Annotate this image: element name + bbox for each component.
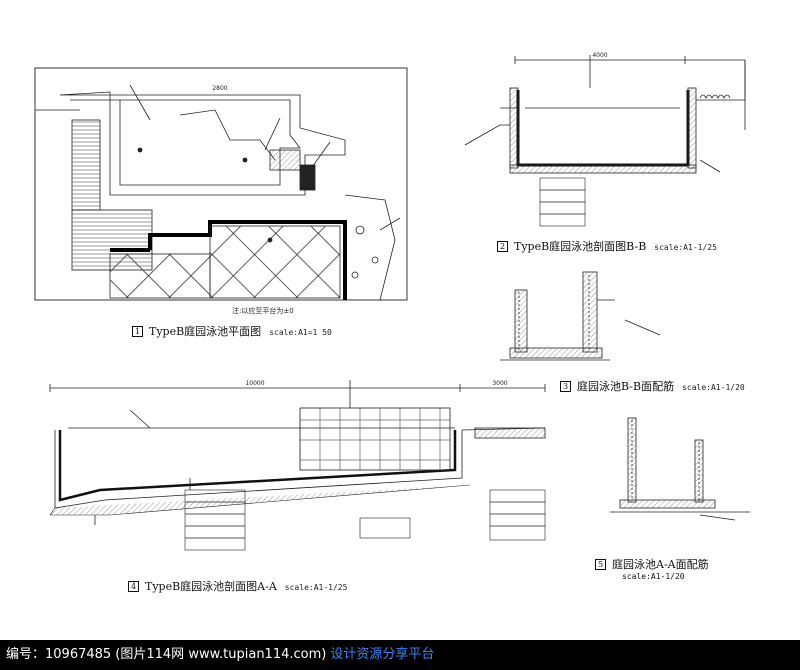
plan-caption-number: 1 [132,326,143,337]
section-bb-caption-scale: scale:A1-1/25 [654,243,717,252]
rebar-aa-caption-scale: scale:A1-1/20 [622,572,685,581]
rebar-aa-caption-number: 5 [595,559,606,570]
plan-caption-title: TypeB庭园泳池平面图 [149,325,262,338]
plan-dim-label: 2800 [212,85,227,92]
plan-caption-scale: scale:A1=1 50 [269,328,332,337]
plan-note: 注:以应至平台为±0 [232,307,294,315]
footer-link[interactable]: 设计资源分享平台 [330,647,435,662]
section-bb-view [464,55,746,227]
watermark-footer: 编号：10967485 (图片114网 www.tupian114.com)设计… [0,640,800,670]
section-bb-caption-title: TypeB庭园泳池剖面图B-B [514,240,647,253]
section-aa-caption: 4 TypeB庭园泳池剖面图A-A scale:A1-1/25 [128,578,347,594]
rebar-bb-caption-title: 庭园泳池B-B面配筋 [577,380,675,393]
rebar-bb-caption: 3 庭园泳池B-B面配筋 scale:A1-1/20 [560,378,745,394]
section-aa-caption-title: TypeB庭园泳池剖面图A-A [145,580,277,593]
plan-view [34,67,408,301]
rebar-bb-caption-number: 3 [560,381,571,392]
rebar-bb-view [500,271,661,361]
section-aa-view [49,380,546,551]
aa-dim-right: 3000 [492,380,507,387]
plan-caption: 1 TypeB庭园泳池平面图 scale:A1=1 50 [132,323,332,339]
footer-id-text: 编号：10967485 (图片114网 www.tupian114.com) [6,647,327,662]
rebar-bb-caption-scale: scale:A1-1/20 [682,383,745,392]
bb-dim-label: 4000 [592,52,607,59]
section-bb-caption-number: 2 [497,241,508,252]
aa-dim-total: 10000 [245,380,264,387]
rebar-aa-caption-title: 庭园泳池A-A面配筋 [612,558,709,571]
section-bb-caption: 2 TypeB庭园泳池剖面图B-B scale:A1-1/25 [497,238,717,254]
section-aa-caption-number: 4 [128,581,139,592]
rebar-aa-caption: 5 庭园泳池A-A面配筋 [595,556,709,572]
cad-drawing-sheet: 2800 4000 [34,52,750,551]
section-aa-caption-scale: scale:A1-1/25 [284,583,348,592]
rebar-aa-view [610,417,750,521]
